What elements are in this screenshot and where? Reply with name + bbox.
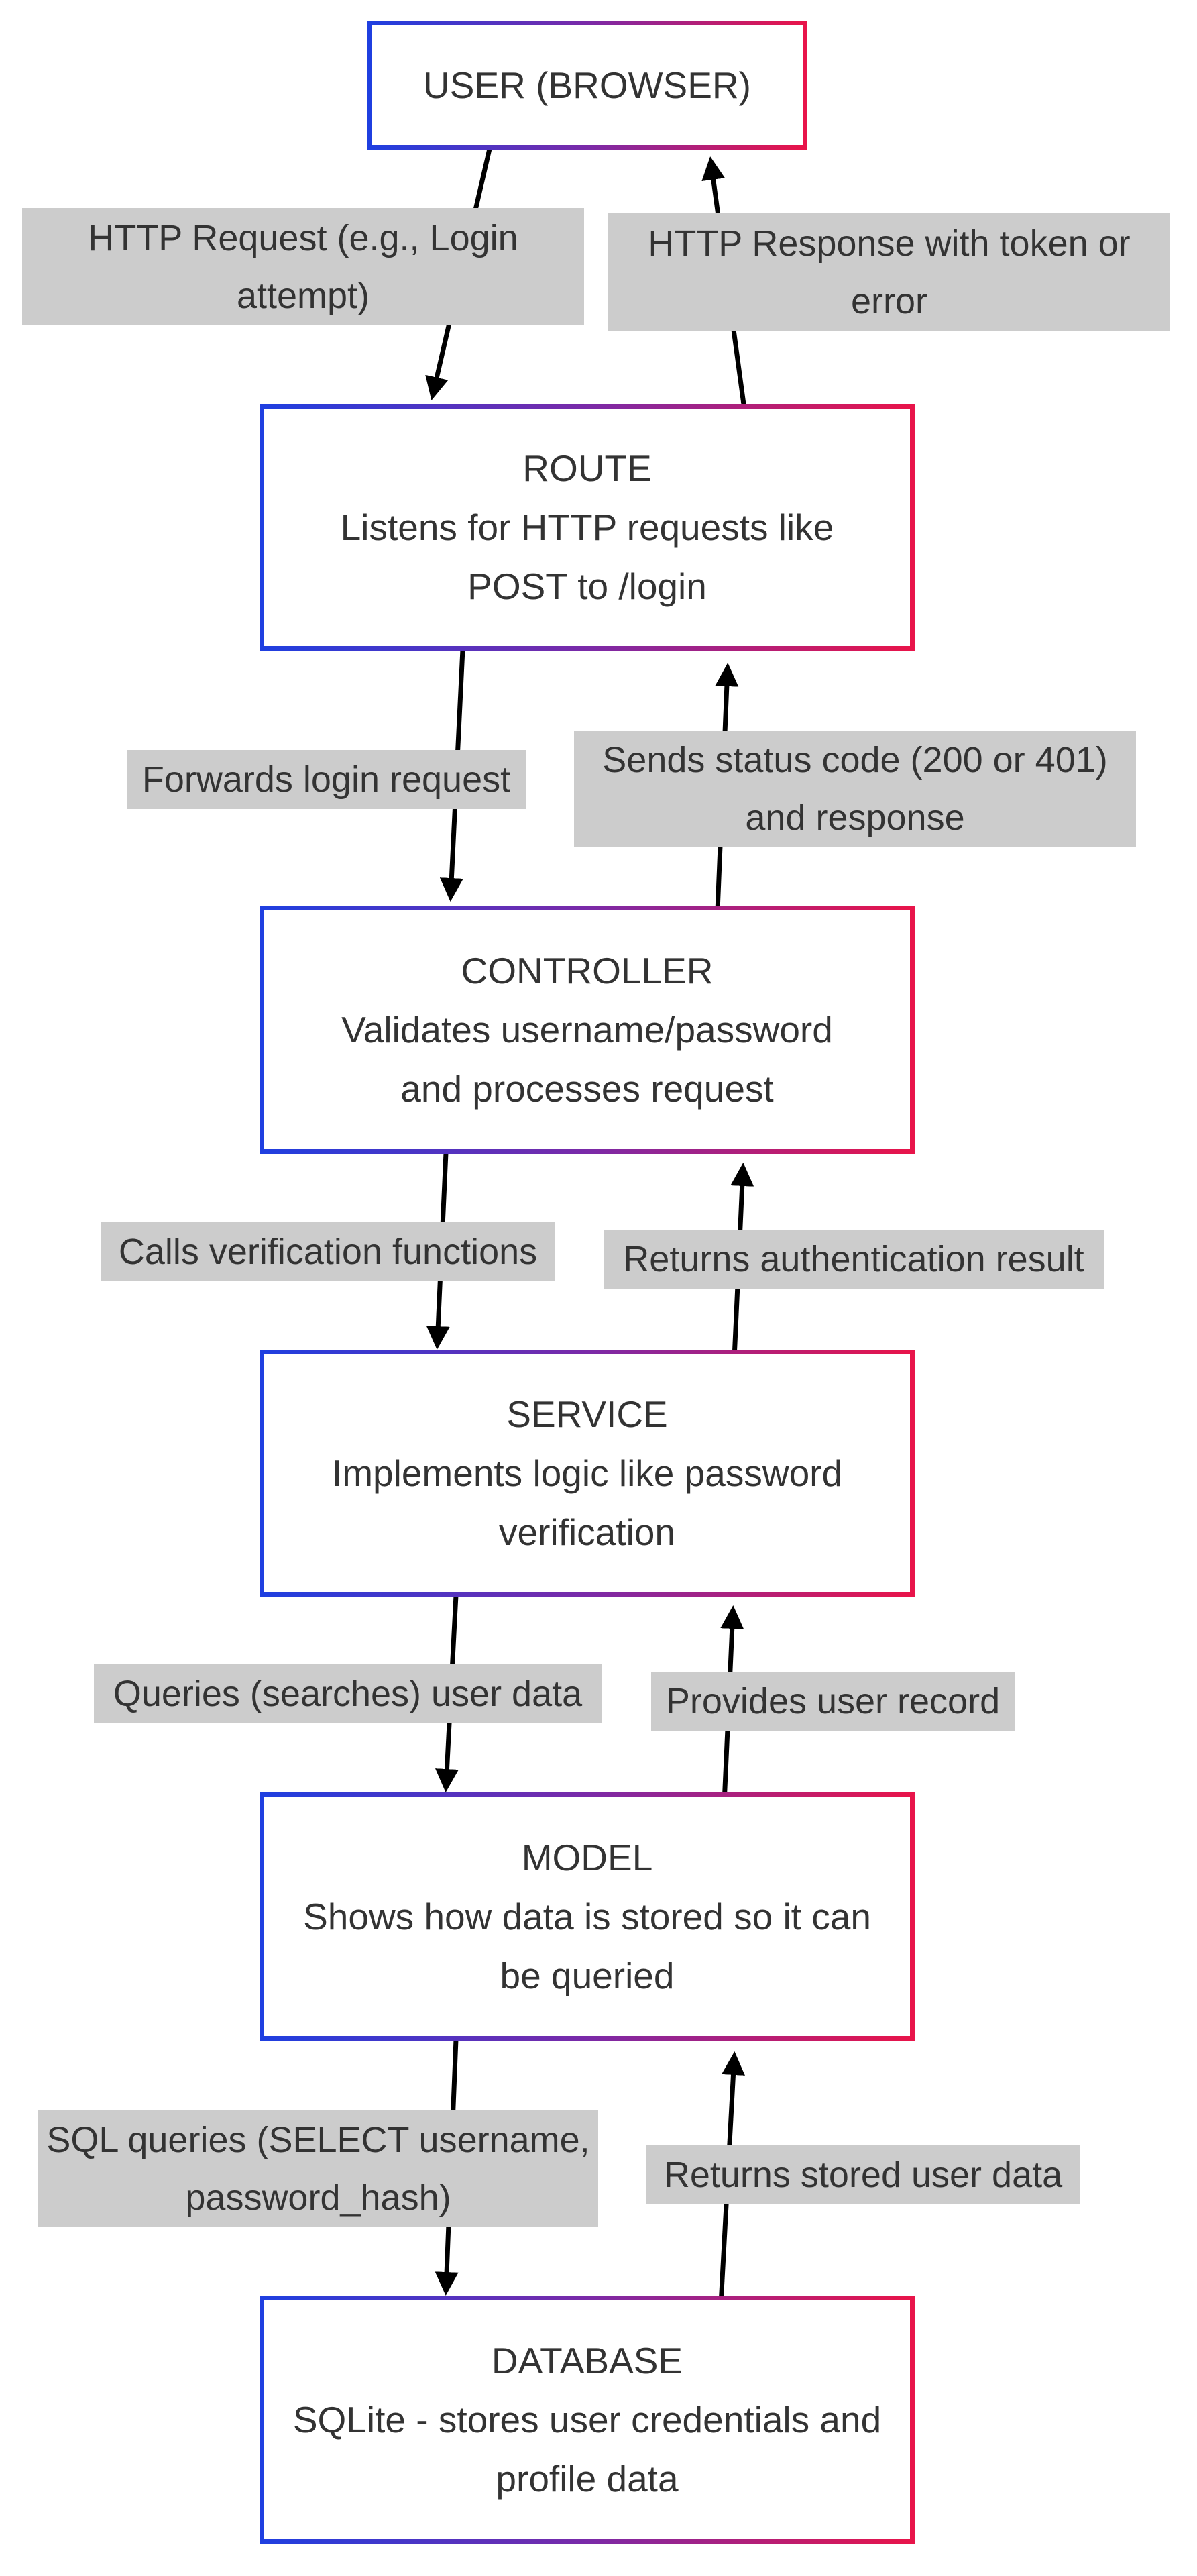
node-route: ROUTE Listens for HTTP requests like POS… (260, 404, 915, 651)
node-service: SERVICE Implements logic like password v… (260, 1350, 915, 1597)
edge-label-controller-to-route: Sends status code (200 or 401) and respo… (574, 731, 1136, 847)
node-controller-title: CONTROLLER (461, 950, 714, 991)
node-controller: CONTROLLER Validates username/password a… (260, 906, 915, 1154)
edge-label-service-to-controller: Returns authentication result (604, 1230, 1104, 1289)
node-controller-description: Validates username/password and processe… (341, 1009, 833, 1110)
node-database-description: SQLite - stores user credentials and pro… (292, 2399, 882, 2500)
edge-label-controller-to-service: Calls verification functions (101, 1222, 555, 1281)
node-model-description: Shows how data is stored so it can be qu… (303, 1896, 871, 1996)
node-user-title: USER (BROWSER) (423, 64, 751, 106)
edge-label-service-to-model: Queries (searches) user data (94, 1664, 602, 1723)
node-route-description: Listens for HTTP requests like POST to /… (340, 506, 834, 607)
node-model-title: MODEL (521, 1837, 653, 1878)
node-model: MODEL Shows how data is stored so it can… (260, 1792, 915, 2041)
edge-label-route-to-user: HTTP Response with token or error (608, 213, 1170, 331)
node-service-description: Implements logic like password verificat… (331, 1452, 843, 1553)
edge-label-model-to-database: SQL queries (SELECT username, password_h… (38, 2110, 598, 2227)
edge-label-database-to-model: Returns stored user data (646, 2145, 1080, 2204)
node-user: USER (BROWSER) (367, 21, 807, 150)
edge-label-model-to-service: Provides user record (651, 1672, 1015, 1731)
node-service-title: SERVICE (506, 1393, 668, 1435)
node-database: DATABASE SQLite - stores user credential… (260, 2296, 915, 2544)
node-database-title: DATABASE (491, 2340, 683, 2381)
node-route-title: ROUTE (522, 447, 652, 489)
edge-label-route-to-controller: Forwards login request (127, 750, 526, 809)
edge-label-user-to-route: HTTP Request (e.g., Login attempt) (22, 208, 584, 325)
